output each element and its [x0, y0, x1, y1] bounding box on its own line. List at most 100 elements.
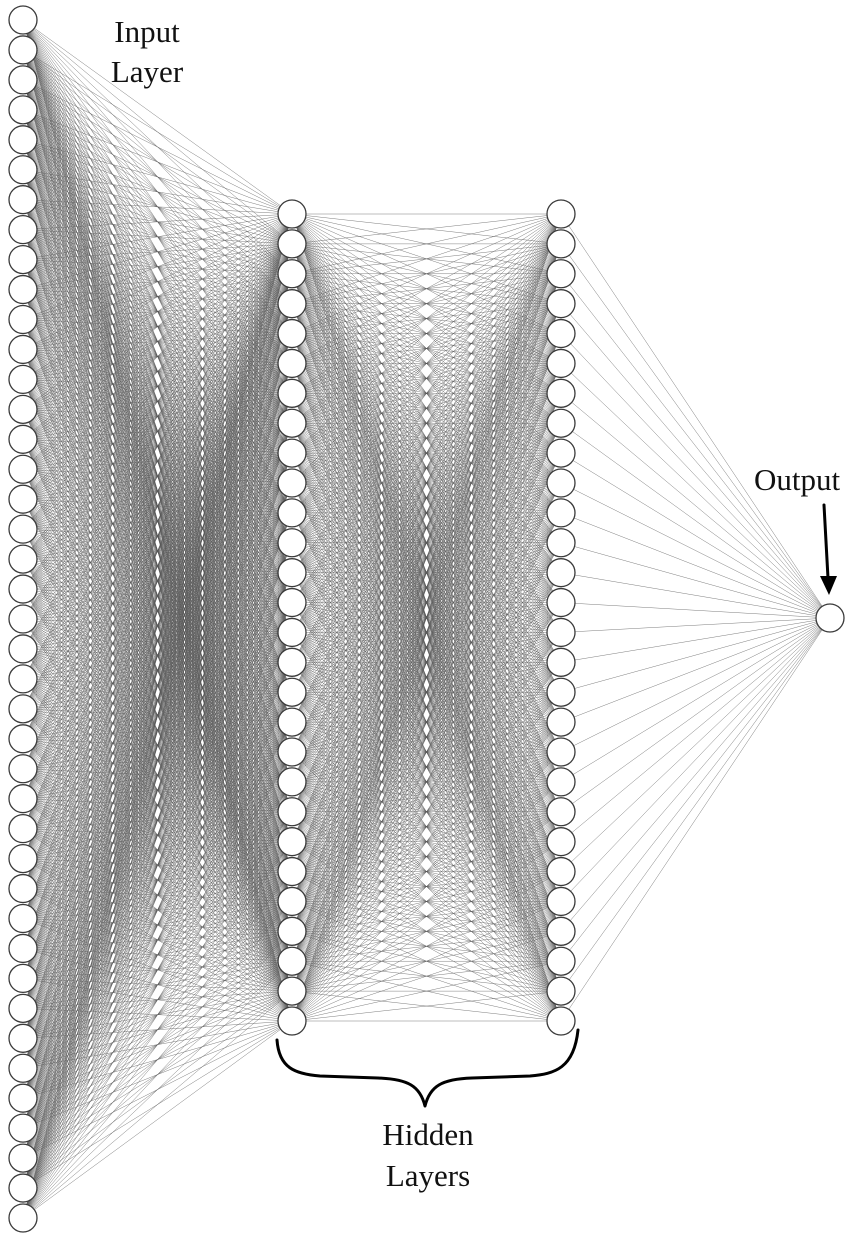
hidden1-neuron [277, 587, 307, 618]
connection-edge [291, 213, 562, 1022]
connection-edge [291, 901, 562, 1022]
connection-edge [22, 213, 293, 1069]
connection-edge [22, 169, 293, 215]
connection-edge [291, 213, 562, 573]
input-neuron [8, 963, 38, 994]
connection-edge [22, 213, 293, 1219]
connection-edge [22, 602, 293, 1219]
connection-edge [22, 213, 293, 919]
connection-edge [22, 213, 293, 829]
hidden2-neuron [546, 916, 576, 946]
output-label: Output [754, 462, 841, 497]
connection-edge [22, 19, 293, 215]
connection-edge [291, 213, 562, 992]
connection-edge [22, 423, 293, 1219]
hidden2-neuron [546, 229, 576, 259]
connection-edge [291, 213, 562, 454]
input-neuron [8, 424, 38, 454]
connection-edge [291, 303, 562, 1022]
connection-edge [291, 662, 562, 1022]
connection-edge [22, 213, 293, 799]
input-neuron [8, 1203, 38, 1233]
hidden2-neuron [546, 767, 576, 797]
hidden2-neuron [546, 856, 576, 887]
connection-edge [291, 811, 562, 1022]
connection-edge [22, 393, 293, 1219]
connection-edge [291, 602, 562, 1022]
connection-edge [291, 273, 562, 1022]
input-neuron [8, 35, 38, 65]
hidden1-neuron [277, 797, 307, 827]
input-neuron [8, 634, 38, 664]
input-neuron [8, 1173, 38, 1203]
connection-edge [560, 617, 831, 932]
connection-edge [22, 213, 293, 590]
connection-edge [22, 542, 293, 1219]
input-neuron [8, 724, 38, 754]
input-neuron [8, 244, 38, 275]
connection-edge [22, 572, 293, 1219]
hidden1-neuron [277, 617, 307, 648]
hidden2-neuron [546, 408, 576, 438]
hidden1-neuron [277, 827, 307, 857]
input-neuron [8, 814, 38, 844]
hidden2-neuron [546, 528, 576, 558]
hidden1-neuron [277, 707, 307, 737]
connection-edge [22, 213, 293, 709]
connection-edge [291, 931, 562, 1022]
input-neuron [8, 1053, 38, 1083]
connection-edge [22, 213, 293, 979]
connection-edge [560, 617, 831, 663]
connection-edge [560, 617, 831, 633]
connection-edge [22, 1020, 293, 1219]
hidden1-neuron [277, 558, 307, 588]
hidden1-neuron [277, 677, 307, 707]
input-neuron [8, 843, 38, 874]
connection-edge [22, 213, 293, 500]
hidden2-neuron [546, 468, 576, 498]
connection-edge [22, 213, 293, 260]
hidden1-neuron [277, 259, 307, 289]
connection-edge [22, 213, 293, 1009]
connection-edge [22, 243, 293, 1219]
connection-edge [22, 79, 293, 215]
hidden2-neuron [546, 498, 576, 528]
hidden-layers-label-line1: Hidden [382, 1117, 474, 1152]
connection-edge [22, 901, 293, 1219]
connection-edge [22, 781, 293, 1219]
hidden2-neuron [546, 289, 576, 319]
output-arrow-shaft [822, 503, 830, 580]
connection-edge [291, 751, 562, 1022]
connection-edge [291, 213, 562, 723]
input-neuron [8, 1143, 38, 1173]
connection-edge [22, 213, 293, 859]
input-neuron [8, 1083, 38, 1113]
hidden2-neuron [546, 259, 576, 289]
connection-edge [291, 363, 562, 1022]
connection-edge [291, 781, 562, 1022]
hidden2-neuron [546, 946, 576, 976]
connection-edge [291, 213, 562, 902]
input-neuron [8, 694, 38, 724]
connection-edge [291, 213, 562, 633]
input-neuron [8, 5, 38, 35]
connection-edge [22, 811, 293, 1219]
input-neuron [8, 304, 38, 335]
connection-edge [22, 751, 293, 1219]
input-neuron [8, 754, 38, 784]
connection-edge [22, 213, 293, 440]
connection-edge [22, 213, 293, 769]
connection-edge [560, 617, 831, 902]
hidden-layers-label-line2: Layers [386, 1158, 470, 1193]
connection-edge [291, 213, 562, 364]
connection-edge [22, 363, 293, 1219]
connection-edge [291, 632, 562, 1022]
input-layer-label-line1: Input [114, 14, 180, 49]
hidden1-neuron [277, 886, 307, 917]
connection-edge [291, 213, 562, 394]
hidden1-neuron [277, 767, 307, 797]
connection-edge [22, 722, 293, 1219]
connection-edge [22, 213, 293, 889]
connection-edge [560, 452, 831, 619]
connection-edge [22, 109, 293, 215]
